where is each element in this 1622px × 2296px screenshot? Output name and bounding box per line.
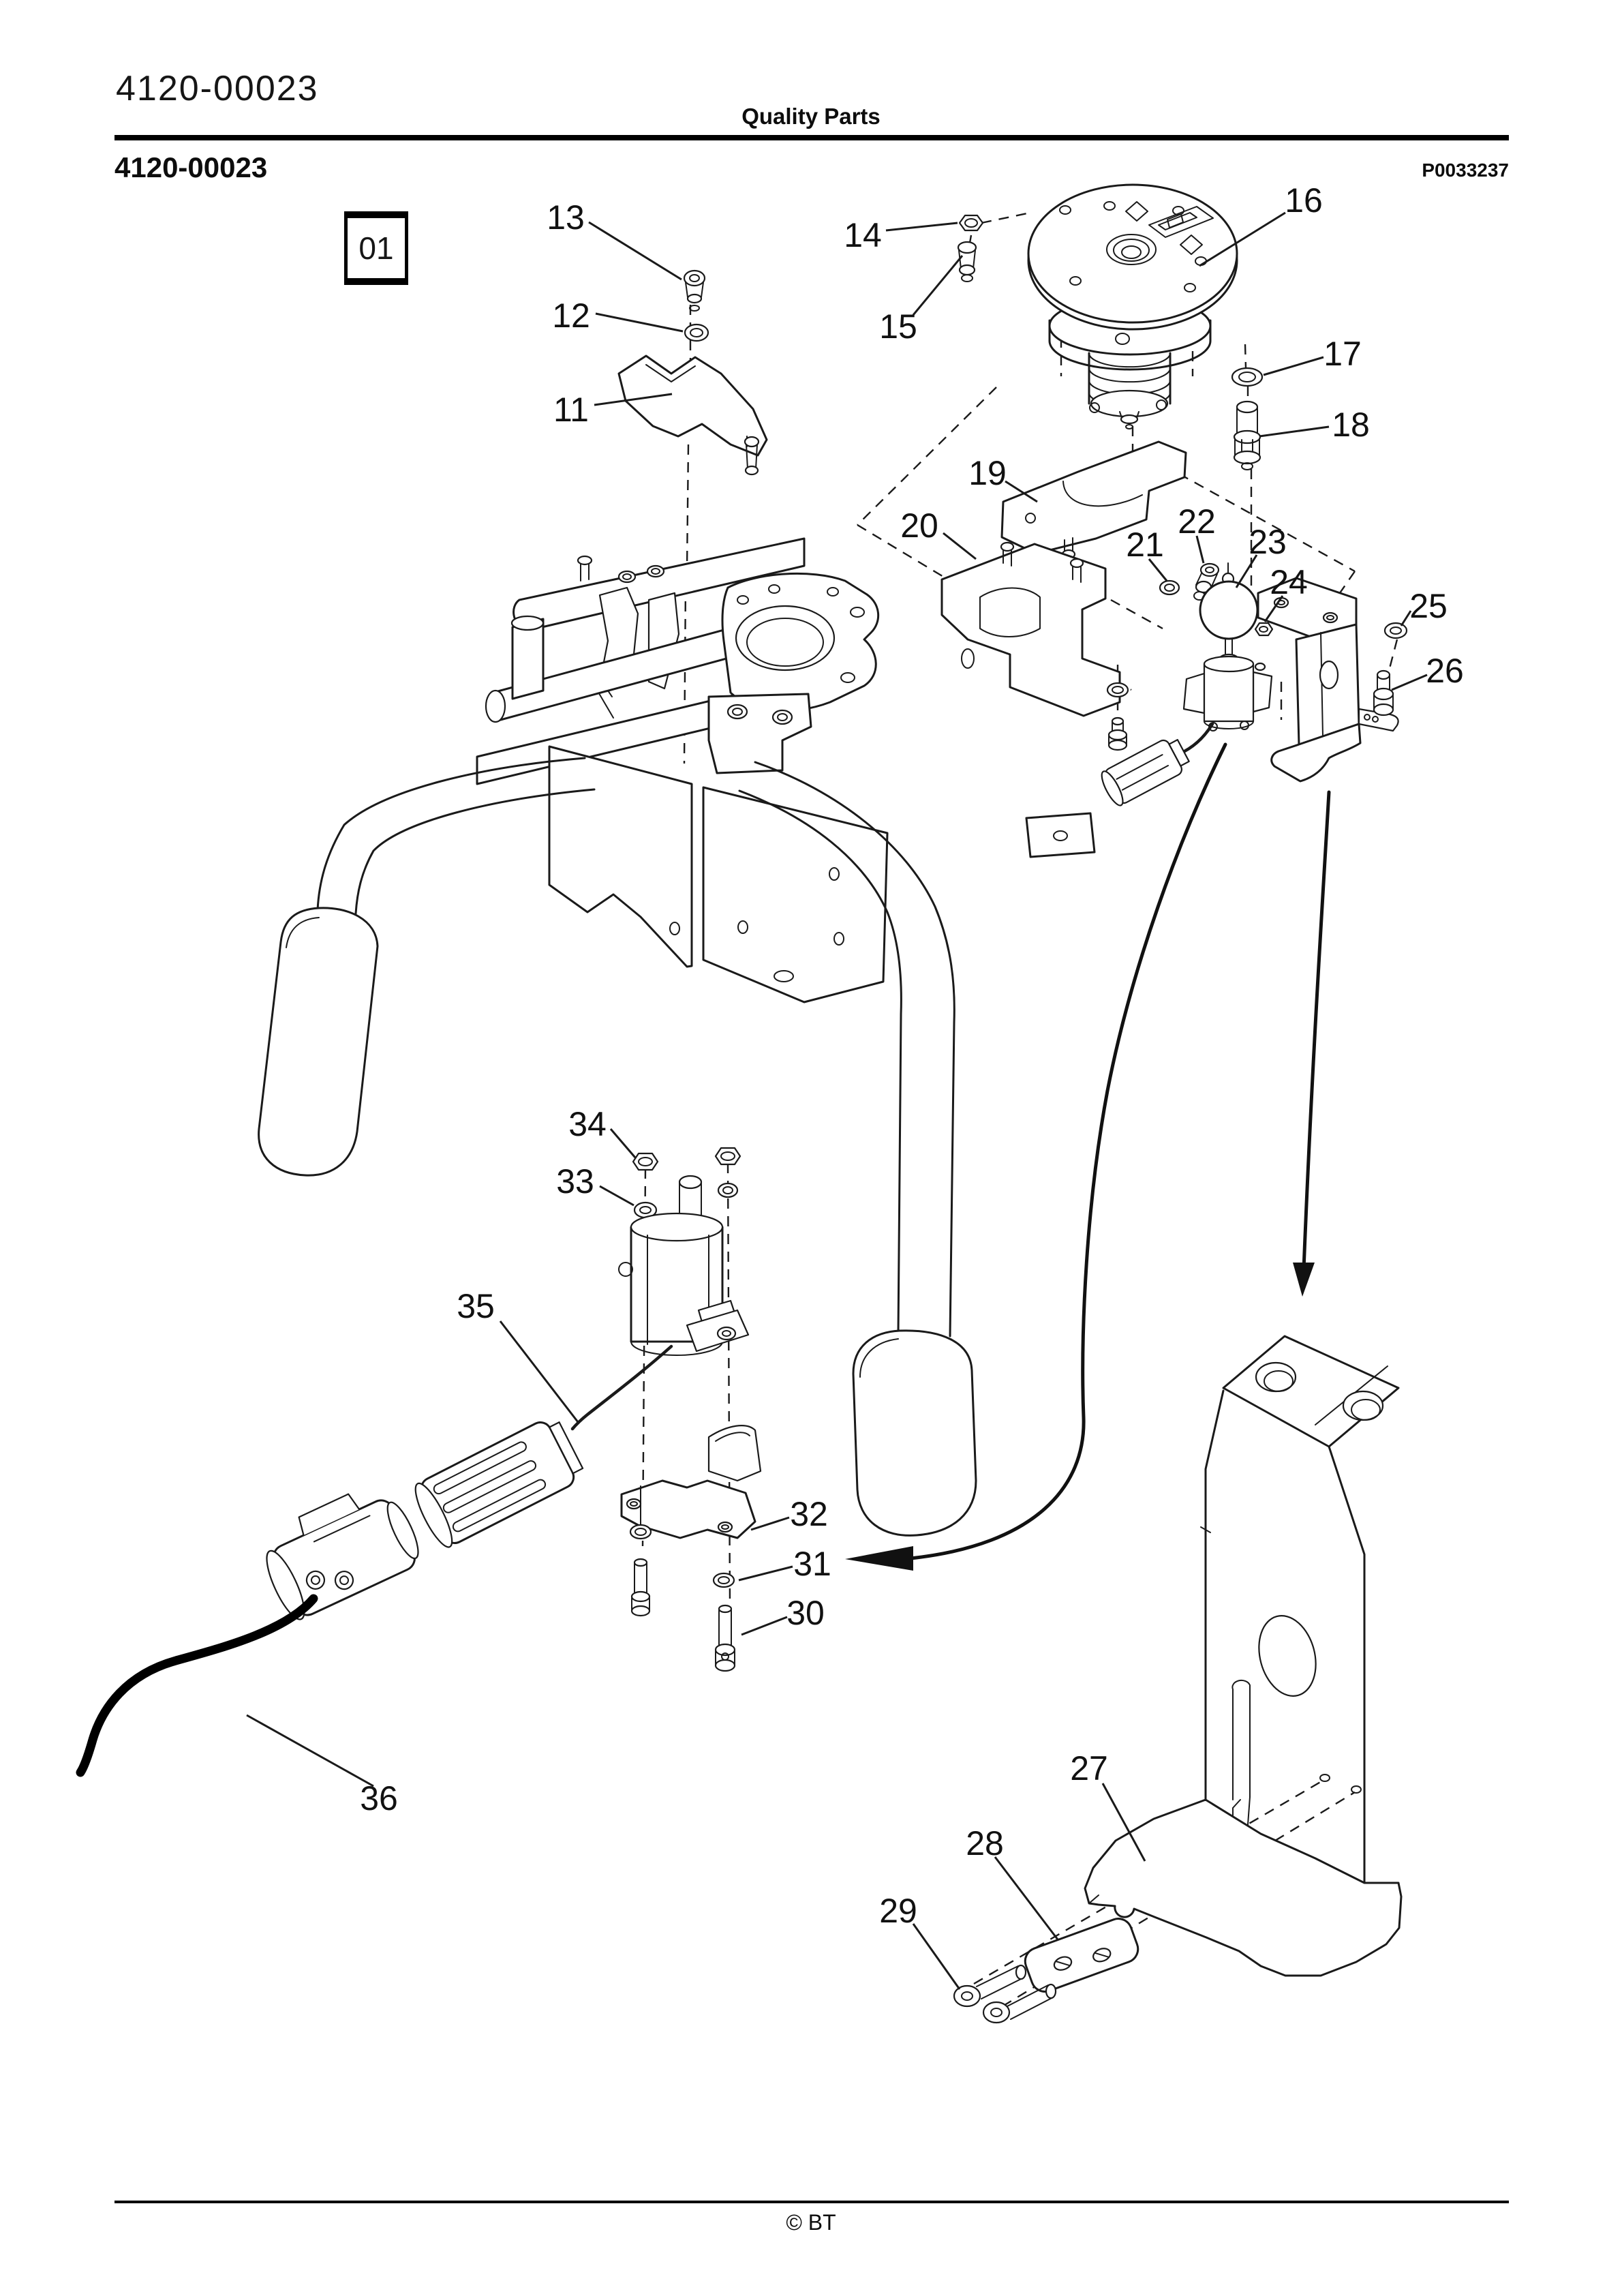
washer-31-left <box>629 1524 652 1540</box>
nut-34-right <box>714 1147 741 1166</box>
screw-13 <box>683 269 706 312</box>
washer-17 <box>1231 367 1264 387</box>
callout-27: 27 <box>1070 1749 1108 1787</box>
leader-line-34 <box>609 1128 637 1158</box>
callout-30: 30 <box>786 1594 825 1632</box>
brake-solenoid-assembly <box>570 1175 750 1431</box>
callout-16: 16 <box>1285 181 1323 220</box>
washer-21 <box>1159 579 1180 596</box>
leader-line-17 <box>1263 356 1324 376</box>
document-number-header: 4120-00023 <box>116 69 319 108</box>
callout-34: 34 <box>568 1105 607 1143</box>
connector-35 <box>414 1421 584 1548</box>
screw-15 <box>957 241 977 282</box>
footer-copyright: © BT <box>786 2210 836 2235</box>
leader-line-22 <box>1195 535 1205 564</box>
flow-arrow-left <box>845 742 1227 1571</box>
callout-36: 36 <box>360 1779 398 1817</box>
leader-line-30 <box>741 1616 788 1636</box>
nut-24 <box>1254 622 1274 637</box>
washer-12 <box>684 323 709 342</box>
washer-31 <box>712 1572 735 1588</box>
figure-code: P0033237 <box>1422 160 1509 181</box>
plate-28 <box>1024 1918 1139 1993</box>
callout-29: 29 <box>879 1892 917 1930</box>
footer-divider <box>114 2201 1509 2203</box>
bracket-20 <box>940 541 1121 717</box>
leader-line-12 <box>595 312 684 333</box>
leader-line-15 <box>912 255 964 316</box>
leader-line-20 <box>943 532 977 560</box>
bracket-11 <box>617 354 768 476</box>
upper-solenoid-assembly <box>1101 638 1273 806</box>
leader-line-27 <box>1101 1783 1146 1862</box>
sheet-number-badge: 01 <box>344 211 408 285</box>
callout-31: 31 <box>793 1545 831 1583</box>
bolt-18 <box>1233 400 1261 470</box>
leader-line-33 <box>599 1185 634 1207</box>
header-divider <box>114 135 1509 140</box>
steering-sensor-assembly <box>1027 183 1238 429</box>
leader-line-26 <box>1391 674 1428 691</box>
leader-line-25 <box>1400 610 1412 626</box>
leader-line-21 <box>1148 558 1168 581</box>
callout-17: 17 <box>1323 335 1362 373</box>
callout-21: 21 <box>1126 526 1164 564</box>
callout-23: 23 <box>1249 523 1287 561</box>
callout-28: 28 <box>966 1824 1004 1862</box>
callout-15: 15 <box>879 307 917 346</box>
callout-13: 13 <box>547 198 585 237</box>
callout-19: 19 <box>968 454 1007 492</box>
flow-arrow-down <box>1293 790 1331 1297</box>
leader-line-35 <box>499 1320 579 1423</box>
leader-line-36 <box>246 1714 374 1787</box>
section-title: 4120-00023 <box>114 151 268 183</box>
connector-36 <box>76 1493 419 1777</box>
screws-29 <box>953 1964 1057 2024</box>
bracket-27 <box>1084 1335 1403 1977</box>
leader-line-19 <box>1005 480 1038 503</box>
leader-line-18 <box>1259 425 1330 438</box>
washer-screw-under-bracket20 <box>1106 682 1129 751</box>
callout-35: 35 <box>457 1287 495 1325</box>
bolt-left <box>630 1558 651 1617</box>
leader-line-24 <box>1264 595 1284 622</box>
leader-line-29 <box>912 1923 961 1990</box>
callout-20: 20 <box>900 507 938 545</box>
nut-34-left <box>632 1152 659 1171</box>
cable-36 <box>76 1594 318 1777</box>
leader-line-11 <box>594 393 673 406</box>
washer-33-right <box>717 1182 739 1198</box>
callout-24: 24 <box>1270 563 1308 601</box>
leader-line-16 <box>1199 211 1286 267</box>
callout-33: 33 <box>556 1162 594 1200</box>
leader-line-32 <box>750 1516 790 1531</box>
callout-26: 26 <box>1426 652 1464 690</box>
callout-18: 18 <box>1332 406 1370 444</box>
leader-line-23 <box>1235 554 1258 588</box>
callout-32: 32 <box>790 1495 828 1533</box>
handlebar-right <box>738 761 977 1537</box>
callout-14: 14 <box>844 216 882 254</box>
leader-line-13 <box>588 221 682 281</box>
callout-22: 22 <box>1178 502 1216 541</box>
callout-12: 12 <box>552 297 590 335</box>
washer-25 <box>1383 622 1408 639</box>
leader-line-28 <box>994 1856 1059 1940</box>
leader-line-31 <box>738 1565 793 1582</box>
alignment-dashed-lines <box>641 211 1398 2008</box>
handlebar-left <box>258 757 596 1177</box>
screw-26 <box>1373 669 1394 716</box>
page-title: Quality Parts <box>741 104 881 129</box>
plate-32 <box>620 1425 762 1539</box>
bolt-30 <box>714 1604 736 1672</box>
callout-25: 25 <box>1409 587 1448 625</box>
leader-line-14 <box>885 222 958 232</box>
callout-11: 11 <box>553 391 589 429</box>
ball-knob-23 <box>1199 562 1259 640</box>
tiller-head-assembly <box>476 537 1096 1003</box>
nut-14 <box>958 214 984 232</box>
